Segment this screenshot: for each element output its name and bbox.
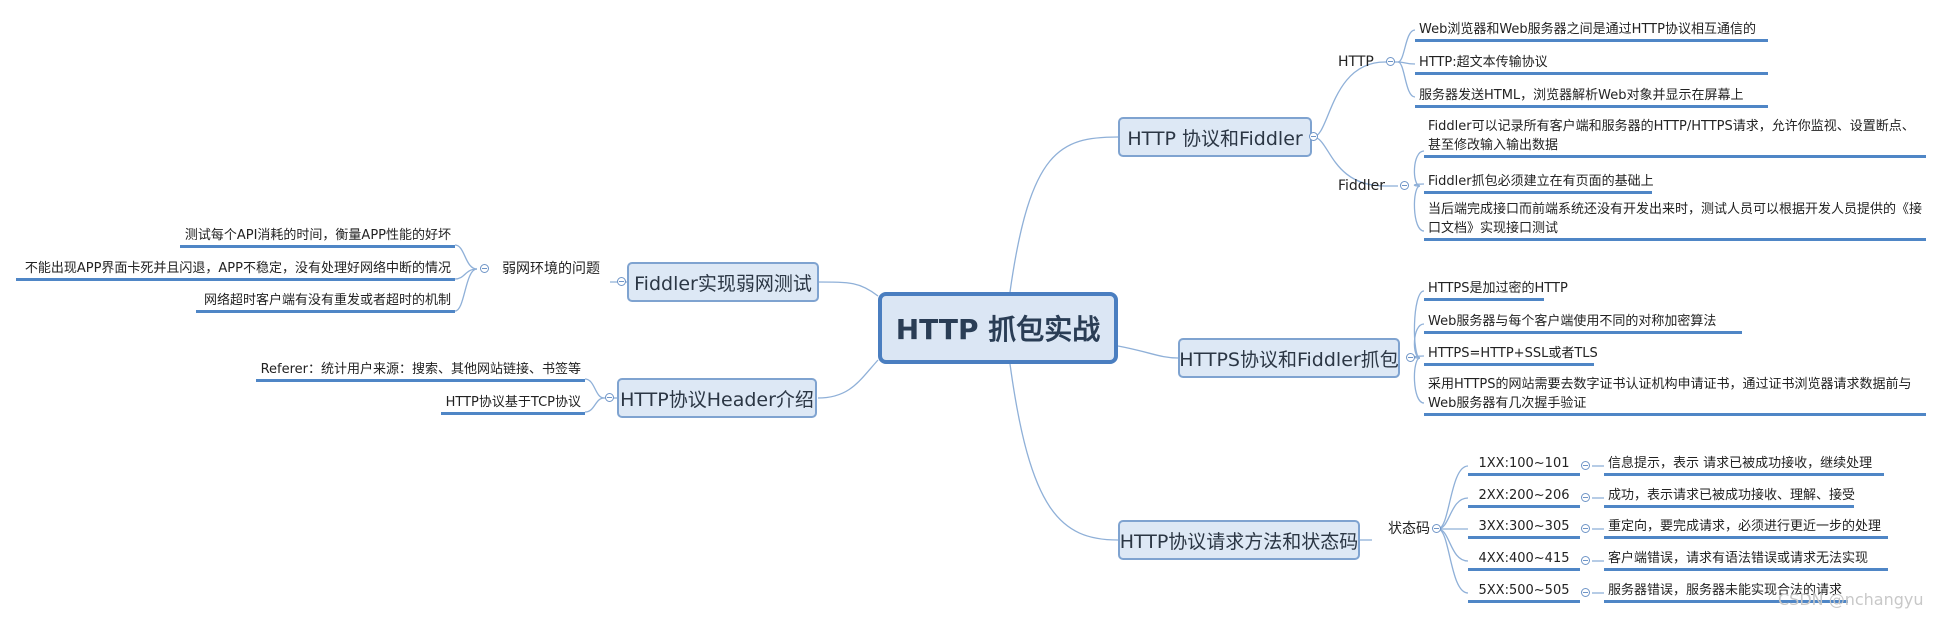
collapse-toggle-icon[interactable] <box>617 277 626 286</box>
subtopic-http[interactable]: HTTP <box>1338 54 1374 70</box>
status-code-3xx[interactable]: 3XX:300~305 <box>1468 517 1580 539</box>
watermark: CSDN @nchangyu <box>1778 590 1924 609</box>
collapse-toggle-icon[interactable] <box>1386 57 1395 66</box>
leaf-https-3[interactable]: HTTPS=HTTP+SSL或者TLS <box>1424 344 1598 366</box>
leaf-http-2[interactable]: HTTP:超文本传输协议 <box>1415 53 1768 75</box>
status-code-2xx[interactable]: 2XX:200~206 <box>1468 486 1580 508</box>
status-desc-3xx[interactable]: 重定向，要完成请求，必须进行更近一步的处理 <box>1604 517 1888 539</box>
collapse-toggle-icon[interactable] <box>1581 524 1590 533</box>
leaf-weak-net-3[interactable]: 网络超时客户端有没有重发或者超时的机制 <box>196 291 455 313</box>
leaf-http-1[interactable]: Web浏览器和Web服务器之间是通过HTTP协议相互通信的 <box>1415 20 1768 42</box>
leaf-http-3[interactable]: 服务器发送HTML，浏览器解析Web对象并显示在屏幕上 <box>1415 86 1768 108</box>
topic-http-header[interactable]: HTTP协议Header介绍 <box>617 378 817 418</box>
subtopic-status-code[interactable]: 状态码 <box>1388 521 1430 537</box>
leaf-https-4[interactable]: 采用HTTPS的网站需要去数字证书认证机构申请证书，通过证书浏览器请求数据前与W… <box>1424 375 1926 416</box>
collapse-toggle-icon[interactable] <box>1581 556 1590 565</box>
leaf-weak-net-2[interactable]: 不能出现APP界面卡死并且闪退，APP不稳定，没有处理好网络中断的情况 <box>16 259 455 281</box>
leaf-header-2[interactable]: HTTP协议基于TCP协议 <box>441 393 585 415</box>
collapse-toggle-icon[interactable] <box>1432 524 1441 533</box>
leaf-weak-net-1[interactable]: 测试每个API消耗的时间，衡量APP性能的好坏 <box>180 226 455 248</box>
collapse-toggle-icon[interactable] <box>1400 181 1409 190</box>
leaf-https-2[interactable]: Web服务器与每个客户端使用不同的对称加密算法 <box>1424 312 1742 334</box>
status-desc-5xx[interactable]: 服务器错误，服务器未能实现合法的请求 <box>1604 581 1848 603</box>
status-code-1xx[interactable]: 1XX:100~101 <box>1468 454 1580 476</box>
subtopic-weak-network-problems[interactable]: 弱网环境的问题 <box>502 261 600 277</box>
status-code-5xx[interactable]: 5XX:500~505 <box>1468 581 1580 603</box>
collapse-toggle-icon[interactable] <box>605 393 614 402</box>
status-desc-1xx[interactable]: 信息提示，表示 请求已被成功接收，继续处理 <box>1604 454 1884 476</box>
topic-status-codes[interactable]: HTTP协议请求方法和状态码 <box>1118 520 1360 560</box>
leaf-https-1[interactable]: HTTPS是加过密的HTTP <box>1424 279 1568 301</box>
leaf-fiddler-1[interactable]: Fiddler可以记录所有客户端和服务器的HTTP/HTTPS请求，允许你监视、… <box>1424 117 1926 158</box>
leaf-fiddler-3[interactable]: 当后端完成接口而前端系统还没有开发出来时，测试人员可以根据开发人员提供的《接口文… <box>1424 200 1926 241</box>
collapse-toggle-icon[interactable] <box>1406 353 1415 362</box>
collapse-toggle-icon[interactable] <box>1581 461 1590 470</box>
topic-https[interactable]: HTTPS协议和Fiddler抓包 <box>1178 338 1400 378</box>
topic-weak-network[interactable]: Fiddler实现弱网测试 <box>627 262 819 302</box>
collapse-toggle-icon[interactable] <box>1581 588 1590 597</box>
leaf-fiddler-2[interactable]: Fiddler抓包必须建立在有页面的基础上 <box>1424 172 1654 194</box>
collapse-toggle-icon[interactable] <box>1309 132 1318 141</box>
status-desc-4xx[interactable]: 客户端错误，请求有语法错误或请求无法实现 <box>1604 549 1888 571</box>
subtopic-fiddler[interactable]: Fiddler <box>1338 178 1385 194</box>
collapse-toggle-icon[interactable] <box>1581 493 1590 502</box>
topic-http-fiddler[interactable]: HTTP 协议和Fiddler <box>1118 117 1312 157</box>
status-code-4xx[interactable]: 4XX:400~415 <box>1468 549 1580 571</box>
leaf-header-1[interactable]: Referer：统计用户来源：搜索、其他网站链接、书签等 <box>256 360 585 382</box>
collapse-toggle-icon[interactable] <box>480 264 489 273</box>
central-topic[interactable]: HTTP 抓包实战 <box>878 292 1118 364</box>
status-desc-2xx[interactable]: 成功，表示请求已被成功接收、理解、接受 <box>1604 486 1855 508</box>
